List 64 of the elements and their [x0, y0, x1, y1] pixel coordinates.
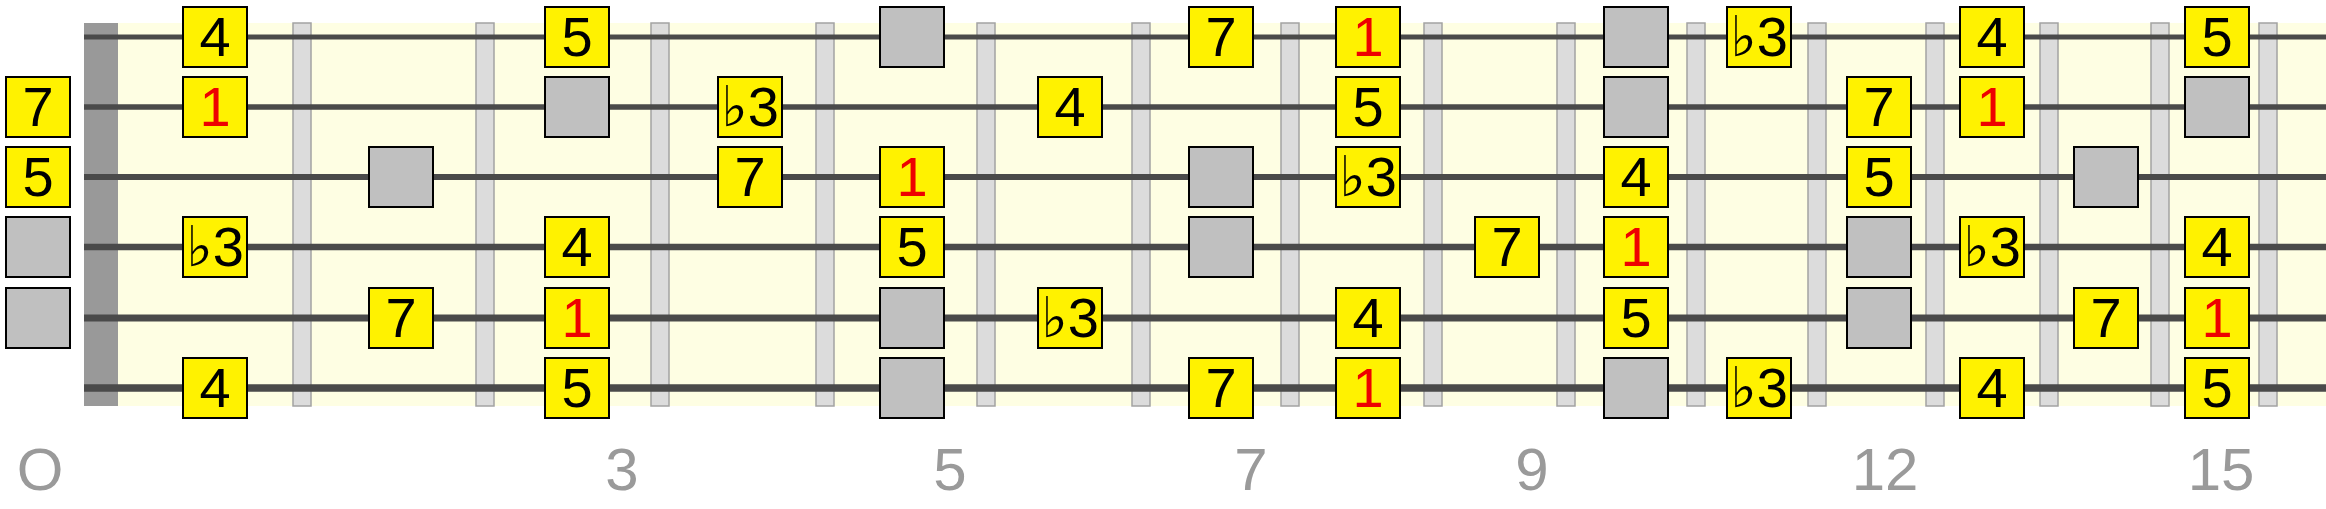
- blank-note-marker: [1846, 216, 1912, 278]
- note-marker: 5: [544, 357, 610, 419]
- note-marker: ♭3: [1726, 6, 1792, 68]
- note-marker: 7: [2073, 287, 2139, 349]
- note-marker: 7: [368, 287, 434, 349]
- note-marker: 7: [717, 146, 783, 208]
- note-marker: ♭3: [182, 216, 248, 278]
- note-marker: 4: [182, 6, 248, 68]
- note-marker: 5: [1846, 146, 1912, 208]
- blank-note-marker: [1188, 216, 1254, 278]
- note-marker: 1: [1959, 76, 2025, 138]
- fret-number: 15: [2187, 440, 2255, 500]
- blank-note-marker: [5, 287, 71, 349]
- note-marker: 4: [1037, 76, 1103, 138]
- note-marker: 7: [1846, 76, 1912, 138]
- blank-note-marker: [2184, 76, 2250, 138]
- blank-note-marker: [879, 287, 945, 349]
- fret-number: 7: [1234, 440, 1268, 500]
- note-marker: ♭3: [1037, 287, 1103, 349]
- note-marker: ♭3: [1335, 146, 1401, 208]
- note-marker: 5: [1335, 76, 1401, 138]
- note-marker: 4: [544, 216, 610, 278]
- note-marker: 5: [1603, 287, 1669, 349]
- note-marker: ♭3: [717, 76, 783, 138]
- note-marker: 1: [879, 146, 945, 208]
- note-marker: 4: [1335, 287, 1401, 349]
- note-marker: 5: [879, 216, 945, 278]
- note-marker: 4: [1603, 146, 1669, 208]
- note-marker: 1: [182, 76, 248, 138]
- blank-note-marker: [1188, 146, 1254, 208]
- note-marker: 1: [544, 287, 610, 349]
- blank-note-marker: [1846, 287, 1912, 349]
- note-marker: 5: [2184, 357, 2250, 419]
- blank-note-marker: [879, 357, 945, 419]
- blank-note-marker: [1603, 6, 1669, 68]
- note-marker: 5: [544, 6, 610, 68]
- note-marker: 7: [1188, 6, 1254, 68]
- note-marker: ♭3: [1726, 357, 1792, 419]
- fret-number: O: [16, 440, 64, 500]
- note-marker: 1: [2184, 287, 2250, 349]
- note-marker: 4: [1959, 357, 2025, 419]
- blank-note-marker: [544, 76, 610, 138]
- fret-number: 5: [933, 440, 967, 500]
- note-marker: 4: [182, 357, 248, 419]
- fret-number: 3: [605, 440, 639, 500]
- note-marker: 7: [1474, 216, 1540, 278]
- blank-note-marker: [2073, 146, 2139, 208]
- blank-note-marker: [1603, 357, 1669, 419]
- fret-number: 9: [1515, 440, 1549, 500]
- blank-note-marker: [368, 146, 434, 208]
- blank-note-marker: [1603, 76, 1669, 138]
- note-marker: 4: [2184, 216, 2250, 278]
- note-marker: 4: [1959, 6, 2025, 68]
- note-marker: 1: [1335, 357, 1401, 419]
- blank-note-marker: [879, 6, 945, 68]
- note-marker: 1: [1335, 6, 1401, 68]
- note-marker: 7: [5, 76, 71, 138]
- note-marker: ♭3: [1959, 216, 2025, 278]
- blank-note-marker: [5, 216, 71, 278]
- note-marker: 7: [1188, 357, 1254, 419]
- fret-number: 12: [1851, 440, 1919, 500]
- note-marker: 5: [2184, 6, 2250, 68]
- note-marker: 1: [1603, 216, 1669, 278]
- note-marker: 5: [5, 146, 71, 208]
